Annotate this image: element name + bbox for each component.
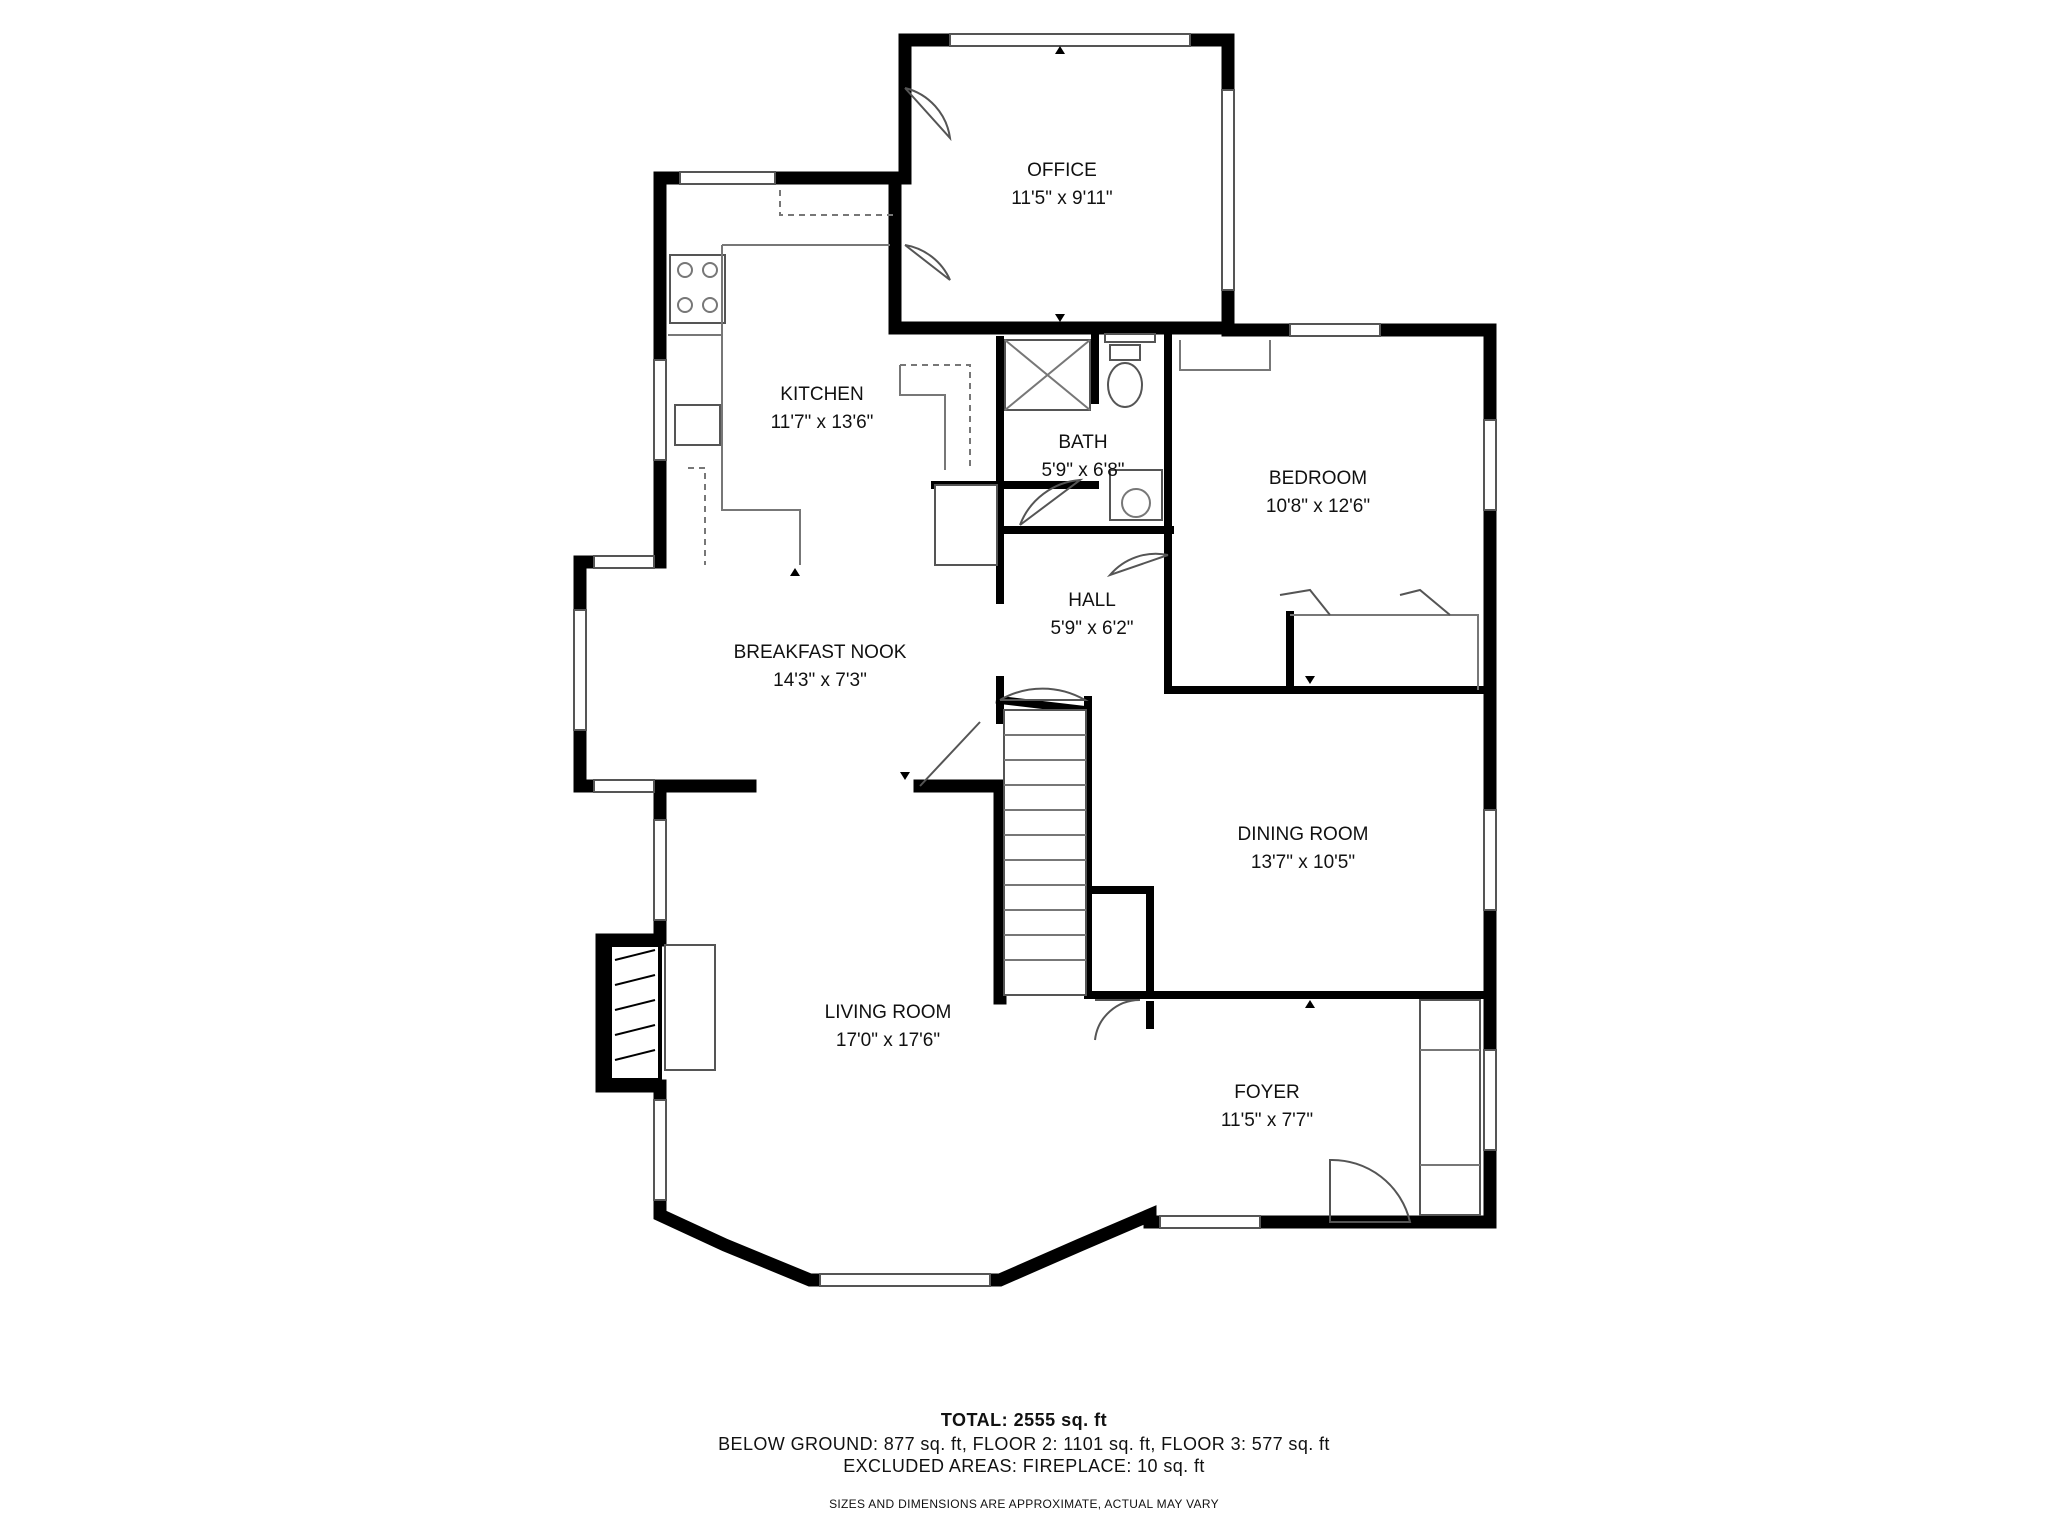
fixtures [608, 190, 1481, 1216]
room-label-bedroom: BEDROOM [1269, 468, 1367, 489]
kitchen-sink-icon [674, 404, 721, 446]
room-label-office: OFFICE [1027, 160, 1097, 181]
room-labels: OFFICE 11'5" x 9'11" KITCHEN 11'7" x 13'… [734, 160, 1371, 1131]
nook-south-wall-east [913, 779, 1007, 1005]
excluded-areas: EXCLUDED AREAS: FIREPLACE: 10 sq. ft [843, 1456, 1205, 1476]
wall-markers [790, 46, 1315, 1008]
room-label-bath: BATH [1058, 432, 1107, 453]
room-label-foyer: FOYER [1234, 1082, 1299, 1103]
room-dims-foyer: 11'5" x 7'7" [1221, 1110, 1313, 1131]
toilet-icon [1109, 344, 1141, 361]
interior-walls [931, 334, 1494, 1029]
disclaimer: SIZES AND DIMENSIONS ARE APPROXIMATE, AC… [829, 1497, 1219, 1511]
room-dims-dining-room: 13'7" x 10'5" [1251, 852, 1355, 873]
bath-sink-icon [1109, 469, 1163, 521]
room-dims-bath: 5'9" x 6'8" [1041, 460, 1124, 481]
room-dims-bedroom: 10'8" x 12'6" [1266, 496, 1370, 517]
staircase-icon [1003, 709, 1087, 996]
exterior-walls [573, 33, 1497, 1287]
total-area: TOTAL: 2555 sq. ft [940, 1410, 1108, 1430]
room-label-living-room: LIVING ROOM [825, 1002, 952, 1023]
windows [573, 33, 1497, 1287]
room-label-hall: HALL [1068, 590, 1116, 611]
stove-icon [669, 254, 726, 324]
room-dims-kitchen: 11'7" x 13'6" [771, 412, 874, 433]
room-label-dining-room: DINING ROOM [1238, 824, 1369, 845]
room-dims-office: 11'5" x 9'11" [1011, 188, 1112, 209]
room-dims-living-room: 17'0" x 17'6" [836, 1030, 940, 1051]
living-room-walls [595, 779, 1157, 1287]
doors [904, 87, 1451, 1223]
room-dims-hall: 5'9" x 6'2" [1050, 618, 1133, 639]
nook-bay-walls [573, 555, 667, 793]
floor-areas: BELOW GROUND: 877 sq. ft, FLOOR 2: 1101 … [718, 1434, 1330, 1454]
room-dims-breakfast-nook: 14'3" x 7'3" [773, 670, 867, 691]
room-label-breakfast-nook: BREAKFAST NOOK [734, 642, 907, 663]
kitchen-walls [653, 171, 907, 569]
room-label-kitchen: KITCHEN [780, 384, 863, 405]
fireplace-icon [608, 943, 662, 1082]
